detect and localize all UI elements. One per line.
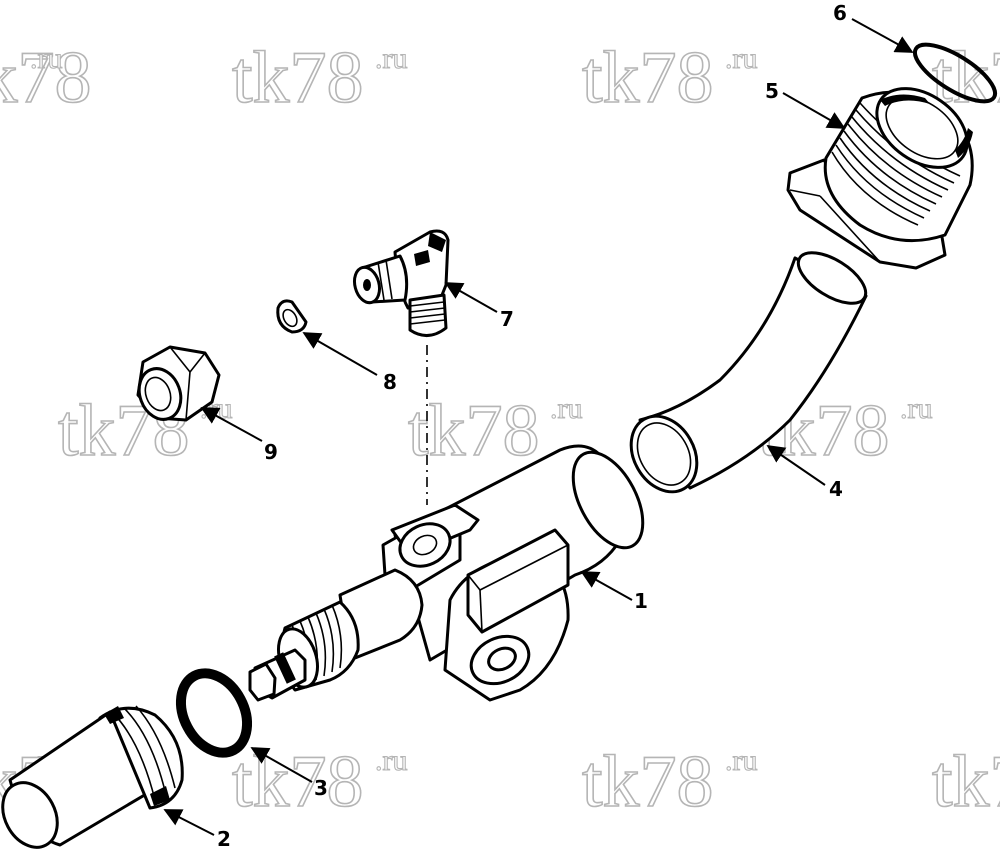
- svg-text:4: 4: [829, 477, 843, 501]
- watermark: tk78 .ru: [0, 36, 92, 120]
- watermark: tk78 .ru: [407, 389, 583, 473]
- svg-text:tk78: tk78: [408, 390, 540, 472]
- svg-text:.ru: .ru: [30, 42, 63, 75]
- svg-text:tk78: tk78: [582, 37, 714, 119]
- svg-text:8: 8: [383, 370, 397, 394]
- part-1-valve-body: [248, 444, 645, 702]
- svg-text:2: 2: [217, 827, 231, 849]
- svg-text:tk78: tk78: [582, 741, 714, 823]
- watermark: tk78 .ru: [57, 389, 233, 473]
- svg-text:tk78: tk78: [58, 390, 190, 472]
- callout-3: 3: [250, 747, 328, 800]
- svg-text:.ru: .ru: [725, 42, 758, 75]
- svg-text:7: 7: [500, 307, 514, 331]
- svg-text:tk78: tk78: [232, 37, 364, 119]
- svg-text:6: 6: [833, 1, 847, 25]
- svg-text:.ru: .ru: [375, 744, 408, 777]
- watermark: tk78 .ru: [231, 740, 408, 824]
- callout-9: 9: [200, 407, 278, 464]
- callout-5: 5: [765, 79, 846, 129]
- watermark: tk78: [931, 740, 1000, 824]
- part-9-hex-nut: [136, 345, 221, 422]
- callout-8: 8: [302, 332, 397, 394]
- callout-6: 6: [833, 1, 914, 53]
- watermark: tk78 .ru: [581, 740, 758, 824]
- callout-7: 7: [444, 282, 514, 331]
- part-4-bent-tube: [629, 251, 868, 494]
- watermark: tk78 .ru: [231, 36, 408, 120]
- svg-text:.ru: .ru: [550, 392, 583, 425]
- svg-text:tk78: tk78: [232, 741, 364, 823]
- svg-text:.ru: .ru: [900, 392, 933, 425]
- svg-text:3: 3: [314, 776, 328, 800]
- watermark: tk78 .ru: [581, 36, 758, 120]
- svg-text:.ru: .ru: [375, 42, 408, 75]
- part-3-gasket: [175, 668, 253, 758]
- svg-text:.ru: .ru: [725, 744, 758, 777]
- svg-text:9: 9: [264, 440, 278, 464]
- callout-4: 4: [766, 444, 843, 501]
- svg-text:1: 1: [634, 589, 648, 613]
- svg-text:tk78: tk78: [0, 37, 92, 119]
- part-5-hex-bushing: [786, 87, 974, 270]
- part-2-cone-cap: [1, 705, 184, 849]
- part-7-elbow-fitting: [353, 229, 450, 337]
- part-6-o-ring: [912, 42, 998, 104]
- callout-2: 2: [163, 809, 231, 849]
- svg-text:tk78: tk78: [932, 741, 1000, 823]
- svg-text:5: 5: [765, 79, 779, 103]
- callout-1: 1: [580, 571, 648, 613]
- part-8-washer: [276, 299, 308, 334]
